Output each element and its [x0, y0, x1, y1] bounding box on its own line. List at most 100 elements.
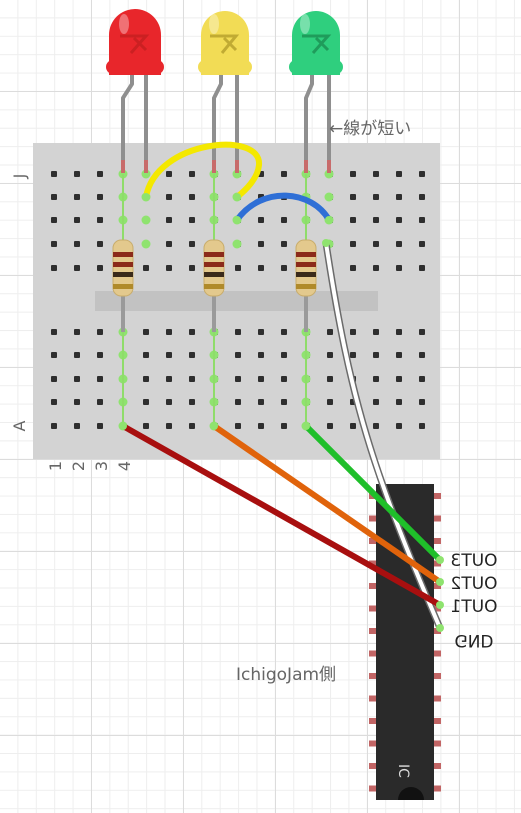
ic-pin: [369, 560, 378, 567]
breadboard-hole: [166, 265, 172, 271]
breadboard-hole: [419, 352, 425, 358]
breadboard-hole: [143, 352, 149, 358]
breadboard-hole: [373, 399, 379, 405]
ic-pin: [369, 718, 378, 724]
breadboard-hole: [189, 171, 195, 177]
resistor-band: [296, 262, 316, 267]
breadboard-hole: [166, 423, 172, 429]
ic-pin: [432, 763, 441, 769]
column-label-4: 4: [115, 461, 134, 471]
breadboard-hole: [74, 376, 80, 382]
breadboard-hole: [396, 399, 402, 405]
pin-label-gnd: GND: [455, 630, 494, 650]
ic-pin: [369, 740, 378, 747]
breadboard-hole: [281, 265, 287, 271]
breadboard-hole: [189, 329, 195, 335]
breadboard-hole: [373, 265, 379, 271]
column-label-3: 3: [92, 461, 111, 471]
breadboard-hole: [396, 241, 402, 247]
breadboard-hole: [97, 241, 103, 247]
breadboard-hole: [166, 329, 172, 335]
breadboard-hole: [258, 217, 264, 223]
led-leg-tips: [121, 160, 331, 173]
ic-pin: [432, 673, 441, 679]
leds: [106, 9, 343, 75]
breadboard-hole: [396, 265, 402, 271]
breadboard-hole: [97, 171, 103, 177]
ic-pin: [369, 538, 378, 544]
out1-wire: [120, 423, 443, 608]
breadboard-hole: [350, 217, 356, 223]
breadboard-hole: [189, 376, 195, 382]
breadboard-hole: [143, 423, 149, 429]
breadboard-hole: [419, 217, 425, 223]
ic-pin-labels: OUT3 OUT2 OUT1 GND: [450, 551, 497, 650]
breadboard-hole: [350, 329, 356, 335]
breadboard-hole: [327, 423, 333, 429]
ic-pin: [369, 605, 378, 612]
breadboard-hole: [74, 217, 80, 223]
breadboard-hole: [97, 194, 103, 200]
connected-hole: [141, 239, 151, 249]
wire-endpoints: [119, 193, 444, 632]
breadboard-hole: [166, 376, 172, 382]
ic-pins: [369, 493, 441, 792]
breadboard-hole: [166, 241, 172, 247]
jumper-wires: [143, 141, 332, 223]
breadboard-hole: [189, 217, 195, 223]
breadboard-hole: [143, 265, 149, 271]
breadboard-hole: [419, 241, 425, 247]
breadboard-hole: [396, 329, 402, 335]
column-label-2: 2: [69, 461, 88, 471]
breadboard-hole: [258, 352, 264, 358]
breadboard-hole: [419, 423, 425, 429]
red-led: [106, 9, 164, 75]
breadboard-hole: [235, 376, 241, 382]
breadboard-hole: [396, 217, 402, 223]
breadboard-hole: [281, 423, 287, 429]
breadboard-hole: [189, 399, 195, 405]
resistor-band: [204, 252, 224, 257]
out3-wire: [303, 423, 443, 563]
breadboard-hole: [396, 352, 402, 358]
breadboard: J A 1 2 3 4: [10, 143, 440, 471]
breadboard-hole: [373, 171, 379, 177]
breadboard-hole: [373, 376, 379, 382]
breadboard-hole: [143, 399, 149, 405]
breadboard-hole: [97, 217, 103, 223]
ic-connection-wires: [120, 239, 444, 632]
resistor-band: [296, 252, 316, 257]
breadboard-hole: [281, 399, 287, 405]
breadboard-hole: [396, 423, 402, 429]
breadboard-hole: [97, 399, 103, 405]
ic-pin: [432, 740, 441, 747]
breadboard-hole: [350, 241, 356, 247]
breadboard-hole: [97, 265, 103, 271]
breadboard-hole: [419, 329, 425, 335]
resistor-band: [204, 284, 224, 289]
connected-hole: [232, 169, 242, 179]
resistor-band: [296, 272, 316, 277]
breadboard-hole: [74, 265, 80, 271]
breadboard-hole: [51, 376, 57, 382]
ic-pin: [369, 583, 378, 589]
short-lead-note: ←線が短い: [329, 119, 411, 139]
breadboard-hole: [51, 194, 57, 200]
resistor-band: [113, 284, 133, 289]
blue-jumper-wire: [234, 192, 332, 223]
breadboard-hole: [419, 194, 425, 200]
breadboard-hole: [396, 171, 402, 177]
yellow-led: [198, 11, 252, 75]
breadboard-hole: [373, 352, 379, 358]
breadboard-hole: [143, 376, 149, 382]
connected-hole: [232, 239, 242, 249]
ic-pin: [369, 763, 378, 769]
breadboard-hole: [74, 423, 80, 429]
ic-pin: [432, 628, 441, 634]
gnd-wire: [324, 241, 442, 630]
ic-pin: [369, 673, 378, 679]
breadboard-hole: [166, 171, 172, 177]
breadboard-hole: [235, 352, 241, 358]
breadboard-hole: [281, 352, 287, 358]
breadboard-hole: [51, 423, 57, 429]
